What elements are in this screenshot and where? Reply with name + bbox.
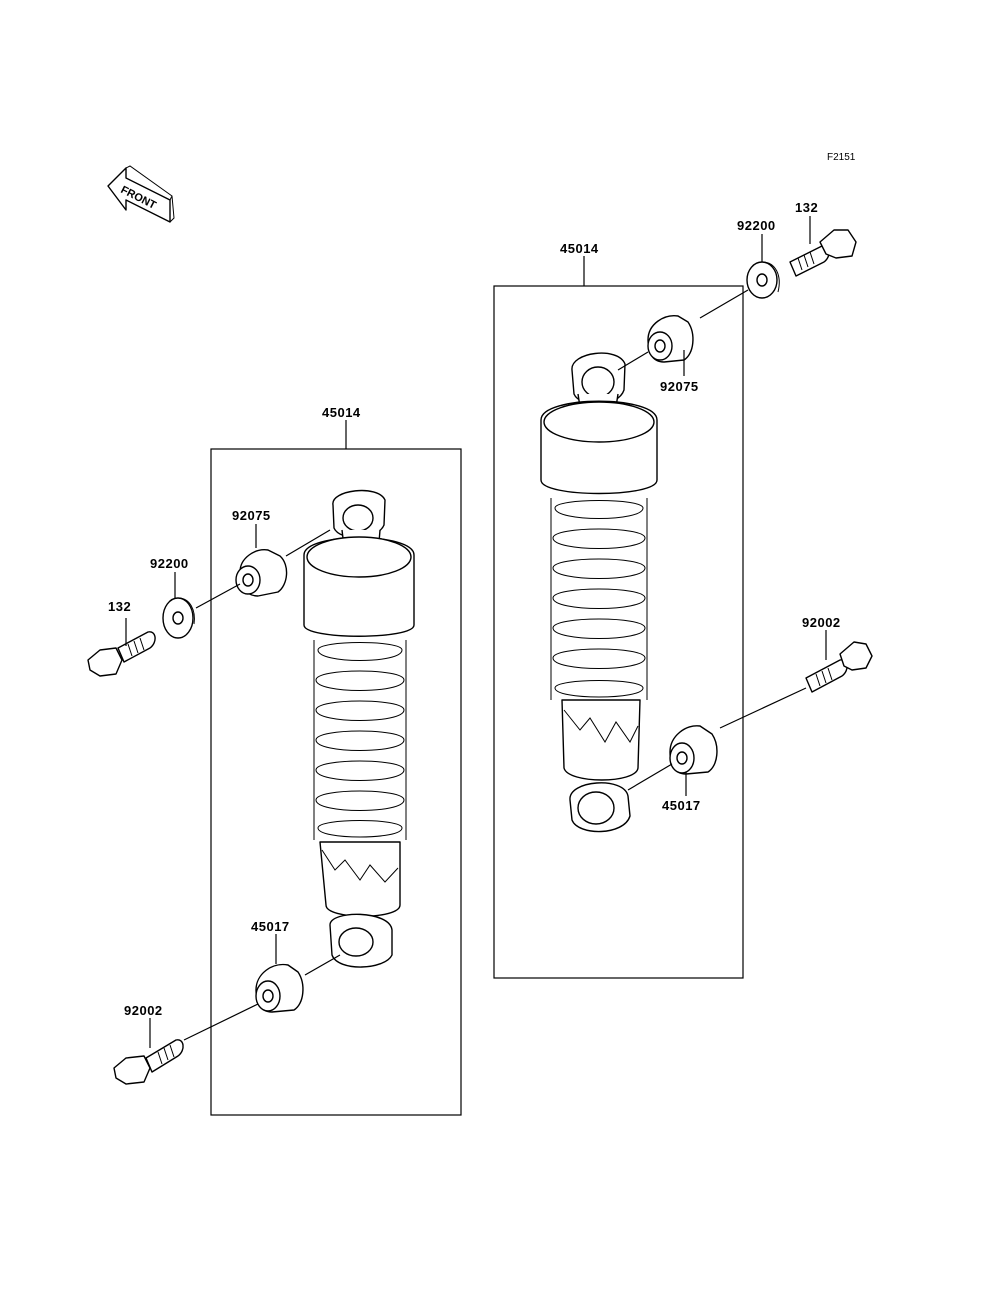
left-assembly-frame: [210, 448, 462, 1116]
right-label-92075: 92075: [660, 379, 699, 394]
left-washer-92200: [162, 597, 195, 639]
right-washer-92200: [746, 261, 780, 299]
left-label-45014: 45014: [322, 405, 361, 420]
right-label-92002: 92002: [802, 615, 841, 630]
right-label-45014: 45014: [560, 241, 599, 256]
right-bolt-132: [789, 229, 857, 277]
right-collar-92075: [647, 315, 694, 363]
right-assembly-frame: [493, 285, 744, 979]
right-label-92200: 92200: [737, 218, 776, 233]
left-label-92075: 92075: [232, 508, 271, 523]
left-label-92200: 92200: [150, 556, 189, 571]
right-collar-45017: [669, 725, 718, 775]
right-bolt-92002: [805, 641, 873, 693]
right-label-132: 132: [795, 200, 818, 215]
left-bolt-132: [87, 631, 156, 677]
left-label-132: 132: [108, 599, 131, 614]
left-collar-92075: [235, 549, 288, 597]
figure-code: F2151: [827, 152, 856, 163]
left-label-92002: 92002: [124, 1003, 163, 1018]
left-bolt-92002: [113, 1039, 184, 1085]
left-shock-absorber: [303, 489, 415, 968]
right-shock-absorber: [540, 352, 658, 833]
right-assembly: 45014: [493, 200, 873, 979]
right-label-45017: 45017: [662, 798, 701, 813]
left-collar-45017: [255, 963, 304, 1013]
left-label-45017: 45017: [251, 919, 290, 934]
left-assembly: 45014: [87, 405, 462, 1116]
front-arrow-icon: FRONT: [107, 165, 175, 223]
